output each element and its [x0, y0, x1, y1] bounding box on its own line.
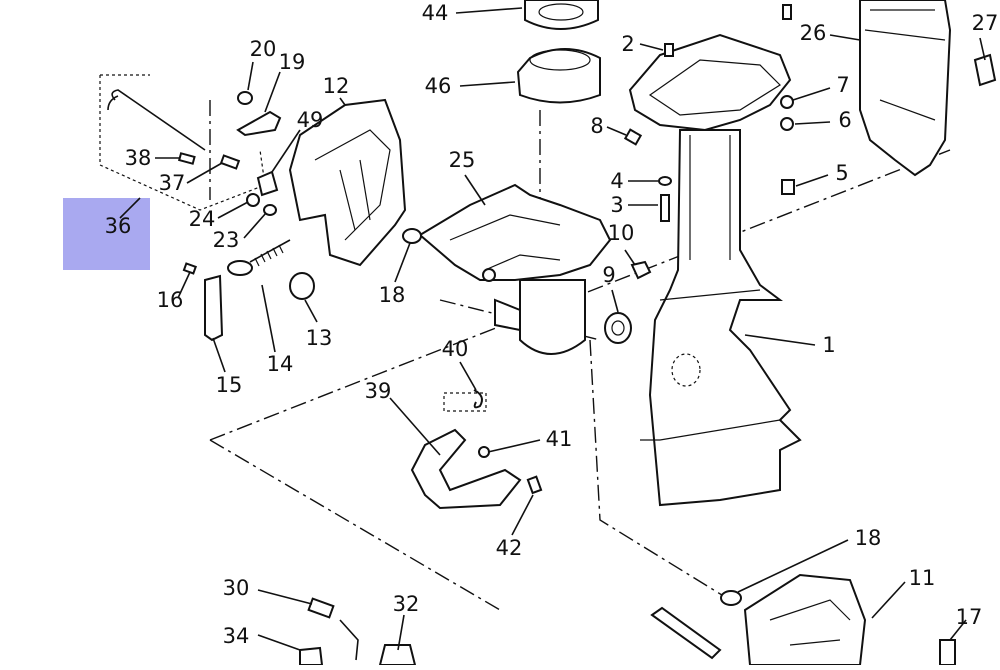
- callout-14[interactable]: 14: [267, 352, 294, 376]
- callout-3[interactable]: 3: [610, 193, 623, 217]
- callout-42[interactable]: 42: [496, 536, 523, 560]
- callout-26[interactable]: 26: [800, 21, 827, 45]
- callout-7[interactable]: 7: [836, 73, 849, 97]
- lower-lever-group: [410, 389, 543, 510]
- leader-lines: [119, 7, 986, 651]
- callout-32[interactable]: 32: [393, 592, 420, 616]
- callout-11[interactable]: 11: [909, 566, 936, 590]
- callout-36[interactable]: 36: [105, 214, 132, 238]
- callout-18-upper[interactable]: 18: [379, 283, 406, 307]
- part-44-bushing: [524, 0, 599, 30]
- callout-37[interactable]: 37: [159, 171, 186, 195]
- callout-40[interactable]: 40: [442, 337, 469, 361]
- callout-24[interactable]: 24: [189, 207, 216, 231]
- callout-23[interactable]: 23: [213, 228, 240, 252]
- callout-12[interactable]: 12: [323, 74, 350, 98]
- callout-10[interactable]: 10: [608, 221, 635, 245]
- callout-2[interactable]: 2: [621, 32, 634, 56]
- callout-38[interactable]: 38: [125, 146, 152, 170]
- callout-39[interactable]: 39: [365, 379, 392, 403]
- callout-27[interactable]: 27: [972, 11, 999, 35]
- part-11-bracket: [650, 573, 956, 666]
- callout-15[interactable]: 15: [216, 373, 243, 397]
- callout-6[interactable]: 6: [838, 108, 851, 132]
- callout-18-lower[interactable]: 18: [855, 526, 882, 550]
- callout-9[interactable]: 9: [602, 263, 615, 287]
- callout-30[interactable]: 30: [223, 576, 250, 600]
- callout-41[interactable]: 41: [546, 427, 573, 451]
- part-26-upper-casing: [859, 0, 997, 177]
- part-1-drive-shaft-housing: [628, 33, 802, 507]
- callout-34[interactable]: 34: [223, 624, 250, 648]
- callout-19[interactable]: 19: [279, 50, 306, 74]
- part-12-clamp-bracket: [288, 98, 407, 267]
- callout-4[interactable]: 4: [610, 169, 623, 193]
- callout-44[interactable]: 44: [422, 1, 449, 25]
- callout-16[interactable]: 16: [157, 288, 184, 312]
- part-46-bushing: [516, 48, 601, 104]
- callout-1[interactable]: 1: [822, 333, 835, 357]
- callout-5[interactable]: 5: [835, 161, 848, 185]
- callout-25[interactable]: 25: [449, 148, 476, 172]
- callout-13[interactable]: 13: [306, 326, 333, 350]
- callout-labels: 44 46 2 26 27 7 6 8 4 3 5 20 19 12 49 25…: [125, 1, 999, 648]
- spring-and-lever: [182, 239, 291, 342]
- fasteners-upper-right: [623, 4, 795, 222]
- callout-8[interactable]: 8: [590, 114, 603, 138]
- washers-and-bushings: [289, 228, 652, 344]
- part-25-swivel-bracket: [418, 183, 612, 355]
- highlight-box-36[interactable]: [63, 198, 150, 270]
- callout-20[interactable]: 20: [250, 37, 277, 61]
- callout-17[interactable]: 17: [956, 605, 983, 629]
- callout-46[interactable]: 46: [425, 74, 452, 98]
- left-hardware-group: [107, 89, 282, 216]
- callout-49[interactable]: 49: [297, 108, 324, 132]
